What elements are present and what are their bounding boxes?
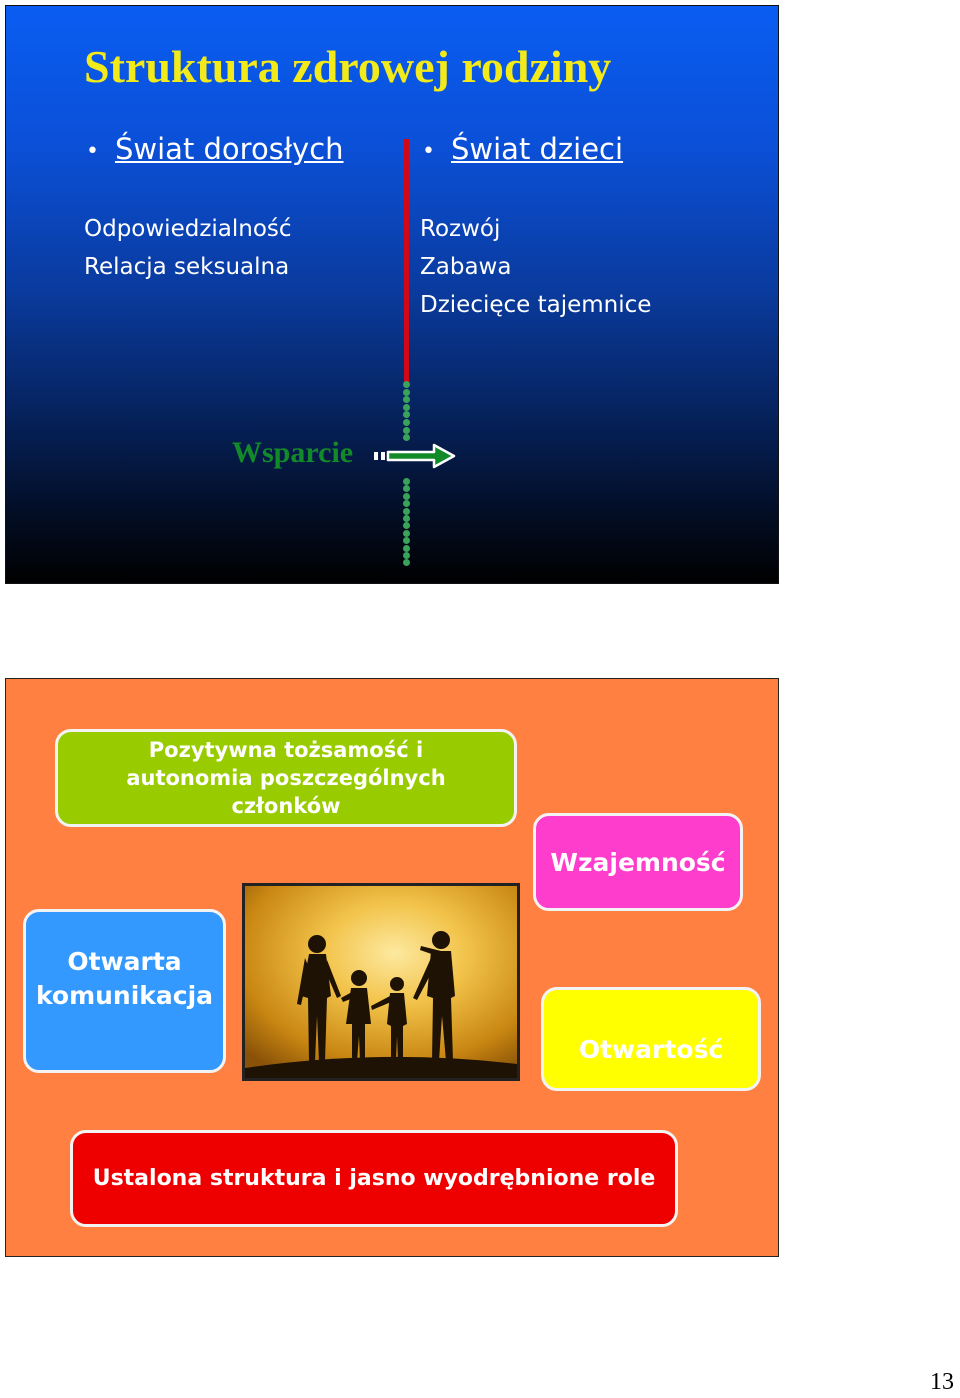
boundary-dot bbox=[403, 552, 410, 559]
boundary-dot bbox=[403, 559, 410, 567]
bullet-icon: • bbox=[86, 138, 99, 164]
support-arrow-icon bbox=[374, 443, 456, 469]
support-label: Wsparcie bbox=[232, 436, 354, 469]
open-communication-text: Otwarta komunikacja bbox=[35, 947, 214, 1010]
children-world-heading: • Świat dzieci bbox=[422, 132, 623, 166]
boundary-dot bbox=[403, 403, 410, 411]
slide-healthy-family-structure: Struktura zdrowej rodziny • Świat dorosły… bbox=[5, 5, 779, 584]
mutuality-text: Wzajemność bbox=[550, 847, 726, 877]
open-communication-box: Otwarta komunikacja bbox=[23, 909, 226, 1073]
boundary-dot bbox=[403, 537, 410, 545]
boundary-dot bbox=[403, 426, 410, 434]
structure-roles-box: Ustalona struktura i jasno wyodrębnione … bbox=[70, 1130, 678, 1227]
slide-family-qualities: Pozytywna tożsamość i autonomia poszczeg… bbox=[5, 678, 779, 1257]
boundary-dot bbox=[403, 500, 410, 508]
children-item: Zabawa bbox=[420, 254, 512, 280]
structure-roles-text: Ustalona struktura i jasno wyodrębnione … bbox=[92, 1166, 656, 1191]
generational-boundary-line bbox=[404, 139, 409, 384]
boundary-dot bbox=[403, 396, 410, 404]
page-number: 13 bbox=[930, 1369, 954, 1395]
children-world-label: Świat dzieci bbox=[450, 132, 624, 166]
adults-item: Odpowiedzialność bbox=[84, 216, 292, 242]
boundary-dot bbox=[403, 381, 410, 388]
family-silhouette-image bbox=[242, 883, 520, 1081]
boundary-dot bbox=[403, 529, 410, 537]
identity-autonomy-text: Pozytywna tożsamość i autonomia poszczeg… bbox=[126, 738, 446, 818]
boundary-dot bbox=[403, 507, 410, 515]
openness-text: Otwartość bbox=[578, 1035, 724, 1064]
boundary-dot bbox=[403, 411, 410, 419]
adults-world-label: Świat dorosłych bbox=[114, 132, 344, 166]
boundary-dot bbox=[403, 492, 410, 500]
adults-world-heading: • Świat dorosłych bbox=[86, 132, 344, 166]
boundary-dot bbox=[403, 515, 410, 522]
mutuality-box: Wzajemność bbox=[533, 813, 743, 911]
bullet-icon: • bbox=[422, 138, 435, 164]
children-item: Rozwój bbox=[420, 216, 501, 242]
openness-box: Otwartość bbox=[541, 987, 761, 1091]
boundary-dot bbox=[403, 419, 410, 426]
boundary-dot bbox=[403, 544, 410, 552]
boundary-dot bbox=[403, 478, 410, 485]
boundary-dot bbox=[403, 522, 410, 530]
identity-autonomy-box: Pozytywna tożsamość i autonomia poszczeg… bbox=[55, 729, 517, 827]
boundary-dot bbox=[403, 434, 410, 442]
boundary-dot bbox=[403, 485, 410, 493]
slide-title: Struktura zdrowej rodziny bbox=[84, 41, 612, 92]
adults-item: Relacja seksualna bbox=[84, 254, 290, 280]
boundary-dot bbox=[403, 388, 410, 396]
children-item: Dziecięce tajemnice bbox=[420, 292, 652, 318]
